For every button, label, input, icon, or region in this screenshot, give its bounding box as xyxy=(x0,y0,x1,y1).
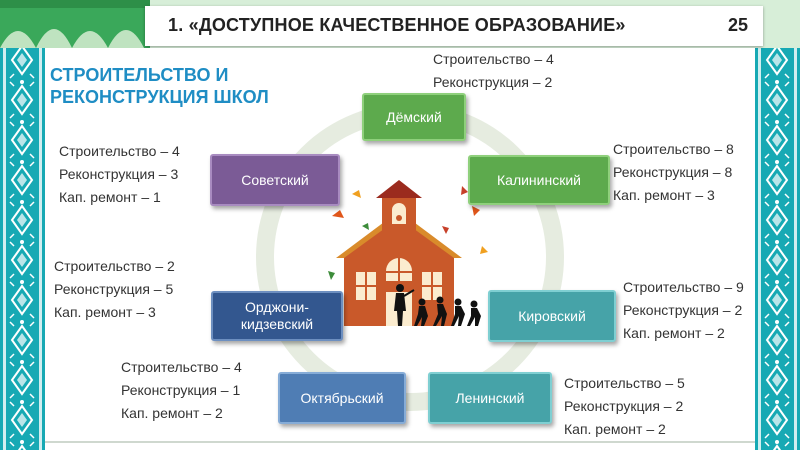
title-box xyxy=(145,6,763,46)
stat-repair: Кап. ремонт – 2 xyxy=(121,405,223,421)
stats-oktyabrsky: Строительство – 4 Реконструкция – 1 Кап.… xyxy=(121,356,242,425)
stats-leninsky: Строительство – 5 Реконструкция – 2 Кап.… xyxy=(564,372,685,441)
stat-reconstruction: Реконструкция – 2 xyxy=(433,74,553,90)
right-ornament-border xyxy=(755,0,800,450)
stats-kalininsky: Строительство – 8 Реконструкция – 8 Кап.… xyxy=(613,138,734,207)
district-kirovsky[interactable]: Кировский xyxy=(488,290,616,342)
district-sovetsky[interactable]: Советский xyxy=(210,154,340,206)
page-number: 25 xyxy=(728,15,749,35)
stat-construction: Строительство – 9 xyxy=(623,279,744,295)
district-oktyabrsky-label: Октябрьский xyxy=(300,389,384,406)
stats-ordzhonikidzevsky: Строительство – 2 Реконструкция – 5 Кап.… xyxy=(54,255,175,324)
stat-construction: Строительство – 2 xyxy=(54,258,175,274)
district-leninsky[interactable]: Ленинский xyxy=(428,372,552,424)
stat-construction: Строительство – 4 xyxy=(433,51,554,67)
ornament-right-icon xyxy=(755,0,800,450)
stat-repair: Кап. ремонт – 3 xyxy=(54,304,156,320)
stat-construction: Строительство – 5 xyxy=(564,375,685,391)
stat-construction: Строительство – 4 xyxy=(59,143,180,159)
district-ordzhonikidzevsky-label-1: Орджони- xyxy=(245,299,309,315)
stats-kirovsky: Строительство – 9 Реконструкция – 2 Кап.… xyxy=(623,276,744,345)
stats-demsky: Строительство – 4 Реконструкция – 2 xyxy=(433,48,554,94)
stat-reconstruction: Реконструкция – 3 xyxy=(59,166,179,182)
stat-construction: Строительство – 4 xyxy=(121,359,242,375)
stat-reconstruction: Реконструкция – 2 xyxy=(564,398,684,414)
district-leninsky-label: Ленинский xyxy=(455,389,525,406)
district-kalininsky[interactable]: Калининский xyxy=(468,155,610,205)
district-ordzhonikidzevsky[interactable]: Орджони- кидзевский xyxy=(211,291,343,341)
stat-reconstruction: Реконструкция – 1 xyxy=(121,382,241,398)
stat-reconstruction: Реконструкция – 8 xyxy=(613,164,733,180)
district-sovetsky-label: Советский xyxy=(241,171,309,188)
school-building-illustration-icon xyxy=(322,180,494,329)
stat-repair: Кап. ремонт – 2 xyxy=(564,421,666,437)
slide-title: 1. «ДОСТУПНОЕ КАЧЕСТВЕННОЕ ОБРАЗОВАНИЕ» xyxy=(168,15,626,35)
stats-sovetsky: Строительство – 4 Реконструкция – 3 Кап.… xyxy=(59,140,180,209)
district-oktyabrsky[interactable]: Октябрьский xyxy=(278,372,406,424)
stat-reconstruction: Реконструкция – 2 xyxy=(623,302,743,318)
district-demsky[interactable]: Дёмский xyxy=(362,93,466,141)
left-ornament-border xyxy=(0,0,45,450)
arch-decoration-icon xyxy=(0,0,150,48)
district-ordzhonikidzevsky-label-2: кидзевский xyxy=(240,316,314,332)
stat-repair: Кап. ремонт – 3 xyxy=(613,187,715,203)
stat-repair: Кап. ремонт – 2 xyxy=(623,325,725,341)
heading-line-2: РЕКОНСТРУКЦИЯ ШКОЛ xyxy=(50,87,269,107)
district-kalininsky-label: Калининский xyxy=(497,171,581,188)
heading-line-1: СТРОИТЕЛЬСТВО И xyxy=(50,65,229,85)
stat-repair: Кап. ремонт – 1 xyxy=(59,189,161,205)
stat-reconstruction: Реконструкция – 5 xyxy=(54,281,174,297)
district-kirovsky-label: Кировский xyxy=(518,307,586,324)
district-demsky-label: Дёмский xyxy=(386,108,442,125)
section-heading: СТРОИТЕЛЬСТВО И РЕКОНСТРУКЦИЯ ШКОЛ xyxy=(50,64,269,108)
stat-construction: Строительство – 8 xyxy=(613,141,734,157)
ornament-left-icon xyxy=(0,0,45,450)
top-left-decoration xyxy=(0,0,150,48)
